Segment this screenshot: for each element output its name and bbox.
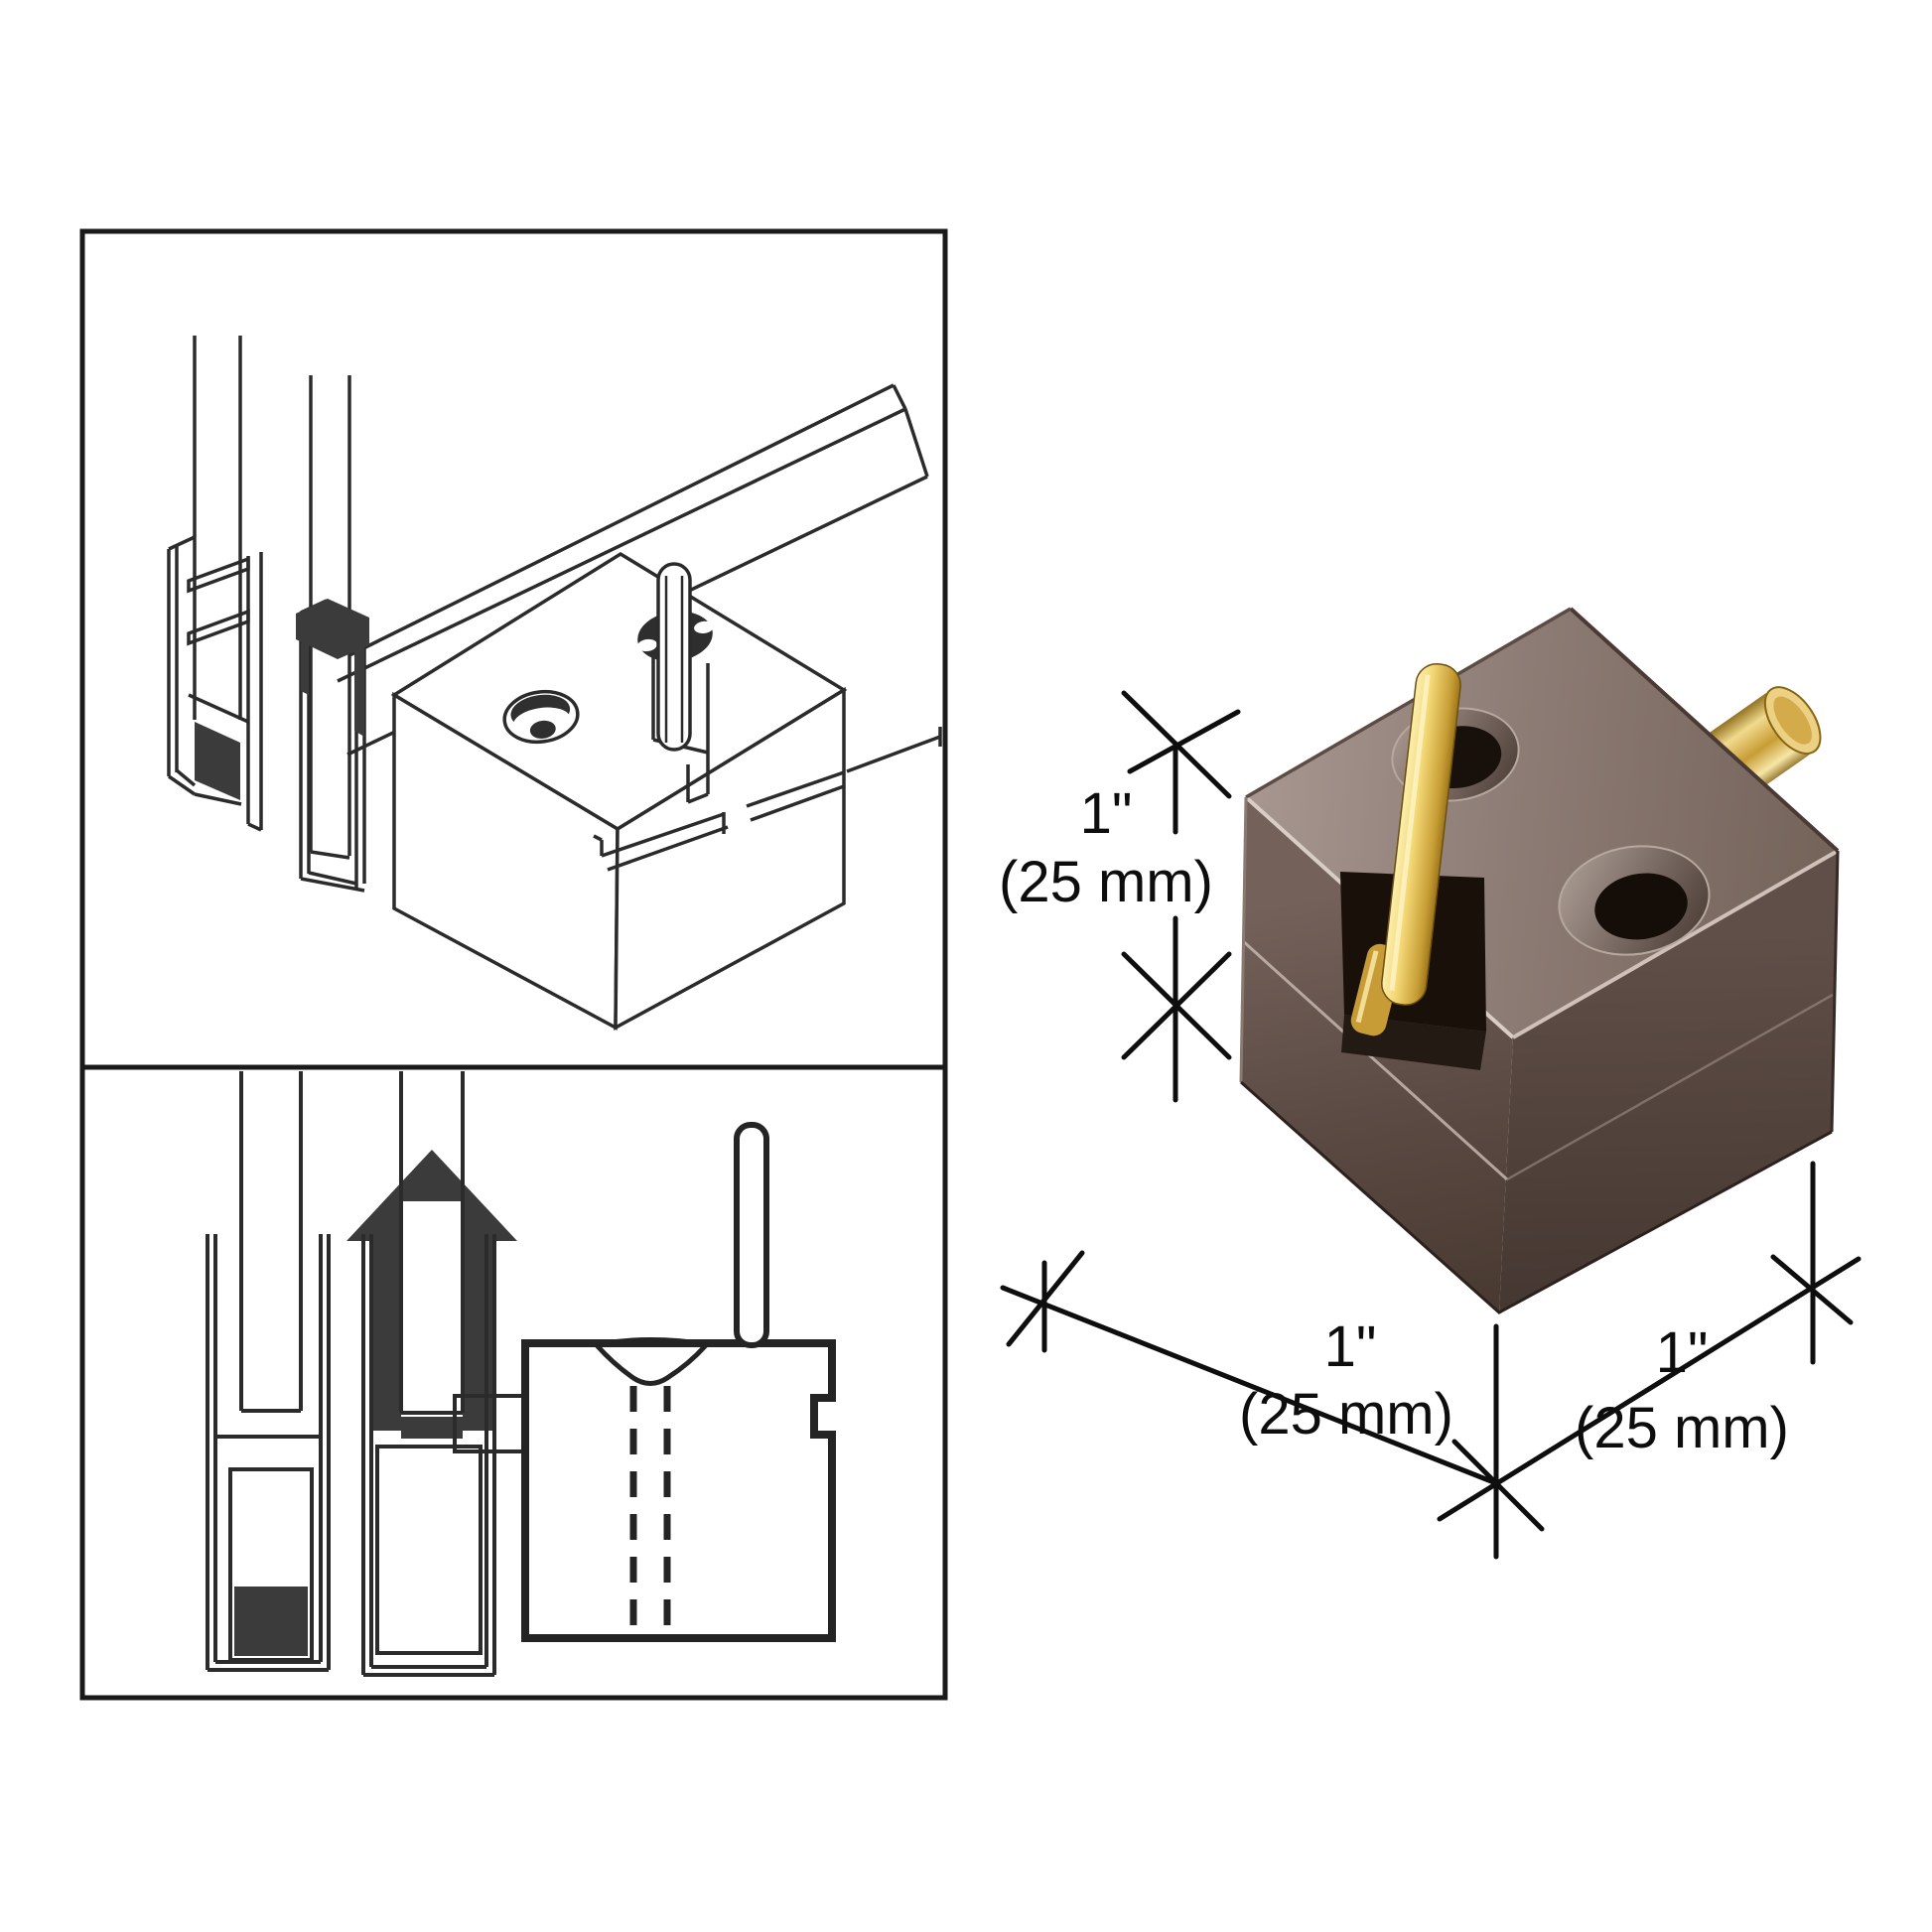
middle-channel-section bbox=[346, 1071, 525, 1677]
pin-hole-glint-left bbox=[637, 638, 657, 652]
width-dimension bbox=[1437, 1161, 1862, 1522]
height-inches-label: 1" bbox=[1080, 781, 1133, 846]
countersink-funnel bbox=[595, 1343, 708, 1386]
product-photo bbox=[1239, 607, 1840, 1314]
pin-shaft-highlight bbox=[1389, 674, 1431, 991]
width-dimension-line bbox=[1437, 1256, 1862, 1522]
top-installation-diagram bbox=[79, 228, 948, 1070]
gasket-bottom-bar bbox=[401, 1417, 463, 1439]
countersink-rim bbox=[596, 1337, 707, 1345]
depth-metric-label: (25 mm) bbox=[1239, 1382, 1453, 1447]
cube-block-drawing bbox=[390, 551, 942, 1031]
right-face-seam bbox=[1506, 993, 1834, 1181]
pin-outline bbox=[656, 562, 692, 752]
depth-dimension-line bbox=[1000, 1285, 1499, 1486]
block-outline bbox=[521, 1339, 836, 1642]
cube-right-face bbox=[614, 686, 846, 1031]
dimension-labels: 1" (25 mm) 1" (25 mm) 1" (25 mm) bbox=[999, 781, 1789, 1460]
side-pin-end-inner bbox=[1773, 696, 1812, 745]
height-metric-label: (25 mm) bbox=[999, 850, 1213, 914]
depth-inches-label: 1" bbox=[1324, 1314, 1377, 1379]
section-channel2-cavity bbox=[375, 1445, 483, 1655]
block-right-face bbox=[1499, 851, 1838, 1312]
track-rail-lines bbox=[593, 727, 942, 872]
hole2-bore bbox=[1594, 873, 1688, 940]
left-channel-section bbox=[206, 1071, 331, 1672]
glass-pane-a-lines bbox=[193, 336, 242, 720]
left-channel-drawing bbox=[167, 336, 263, 832]
pin-hole-glint-right bbox=[694, 621, 714, 633]
gasket-glass-gap bbox=[403, 1201, 461, 1415]
depth-dimension bbox=[1000, 1250, 1545, 1560]
countersunk-hole-drawing bbox=[502, 689, 580, 745]
block-section-view bbox=[521, 1122, 836, 1642]
edge-top-left bbox=[1245, 607, 1572, 799]
depth-tick-left bbox=[1006, 1250, 1085, 1347]
pin-highlight-lines bbox=[664, 576, 684, 743]
edge-highlight-right-front bbox=[1512, 849, 1839, 1039]
section-glass1-lines bbox=[215, 1071, 321, 1439]
channel1-walls bbox=[167, 535, 263, 832]
section-channel1-walls bbox=[206, 1234, 331, 1672]
edge-right-vertical bbox=[1830, 850, 1840, 1133]
edge-left-vertical bbox=[1239, 796, 1248, 1083]
height-tick-top bbox=[1121, 690, 1241, 799]
brass-pin bbox=[1381, 662, 1461, 1006]
channel2-gasket-legs bbox=[301, 640, 364, 737]
pin-tip-highlight bbox=[1355, 950, 1379, 1024]
hole-shade-bottom bbox=[529, 720, 556, 739]
section-pin bbox=[734, 1122, 769, 1348]
gasket-arrow-cap bbox=[346, 1150, 517, 1241]
channel1-setting-block bbox=[195, 722, 240, 800]
section-glass2-lines bbox=[399, 1071, 465, 1415]
countersunk-hole-2 bbox=[1558, 845, 1711, 956]
channel2-gasket-cap bbox=[296, 599, 369, 659]
edge-bottom bbox=[1240, 1080, 1833, 1314]
width-inches-label: 1" bbox=[1656, 1320, 1709, 1385]
gasket-left-leg bbox=[371, 1239, 401, 1431]
height-dimension bbox=[1121, 690, 1241, 1103]
section-setting-block bbox=[234, 1587, 308, 1656]
pin-drawing bbox=[656, 562, 692, 752]
left-face-seam bbox=[1241, 939, 1509, 1181]
bottom-installation-diagram bbox=[79, 1064, 948, 1701]
width-metric-label: (25 mm) bbox=[1575, 1396, 1789, 1460]
dimension-annotations bbox=[1000, 690, 1862, 1560]
section-channel1-cavity bbox=[228, 1467, 314, 1662]
width-tick-right bbox=[1770, 1254, 1854, 1325]
edge-top-right bbox=[1569, 607, 1840, 853]
height-tick-bottom bbox=[1121, 951, 1232, 1060]
middle-channel-drawing bbox=[296, 375, 369, 893]
channel1-rungs bbox=[187, 556, 250, 724]
